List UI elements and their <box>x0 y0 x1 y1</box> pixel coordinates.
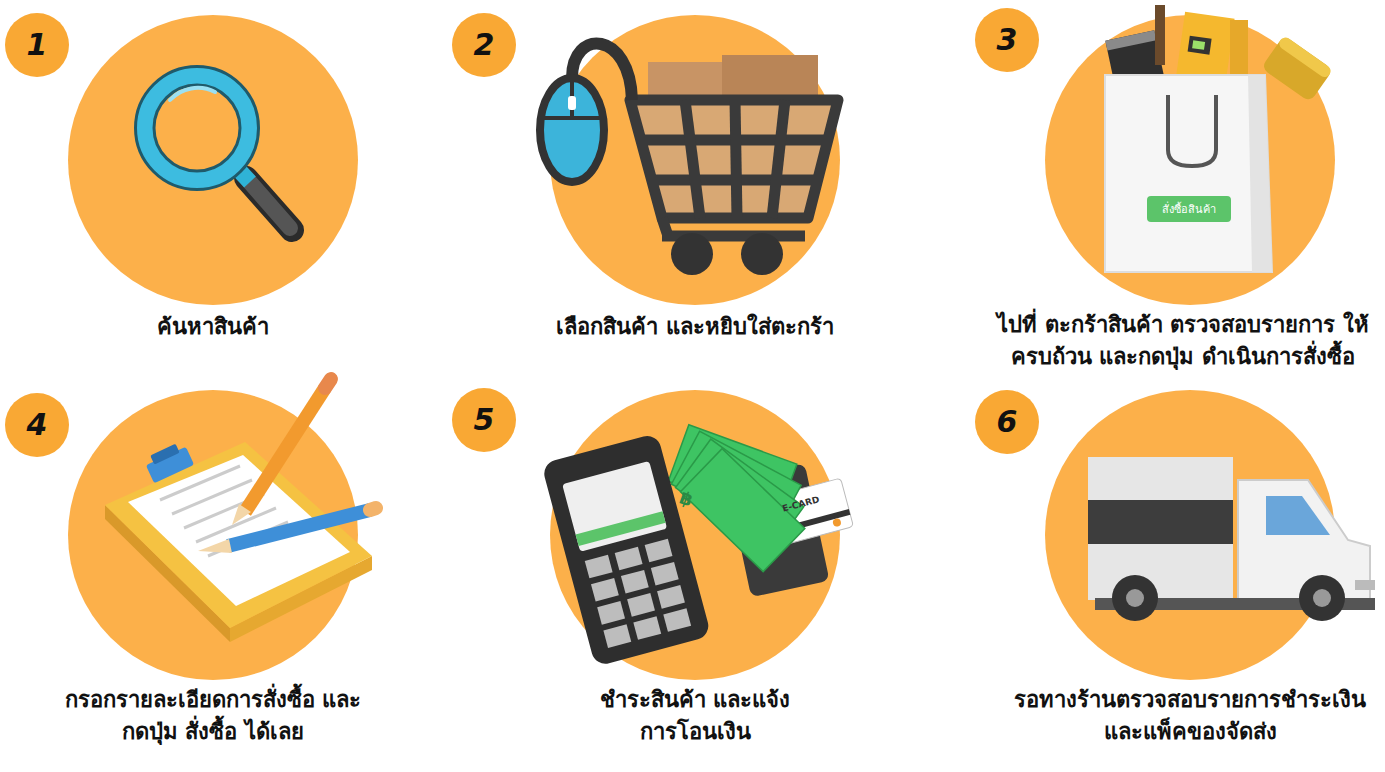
step-caption: เลือกสินค้า และหยิบใส่ตะกร้า <box>505 311 885 343</box>
cart-icon <box>540 44 838 275</box>
step-number-badge: 3 <box>975 8 1039 72</box>
step-number-badge: 5 <box>452 388 516 452</box>
currency-symbol: ฿ <box>677 488 695 509</box>
step-circle: ไปที่ ตะกร้าสินค้า ตรวจสอบรายการ ให้ครบถ… <box>1045 15 1335 305</box>
truck-icon <box>1088 457 1375 621</box>
step-circle: เลือกสินค้า และหยิบใส่ตะกร้า <box>550 15 840 305</box>
card-label: E-CARD <box>781 495 820 513</box>
button-label: สั่งซื้อสินค้า <box>1162 204 1216 215</box>
bag-icon <box>1105 5 1333 272</box>
order-button: สั่งซื้อสินค้า <box>1147 196 1231 222</box>
step-caption: รอทางร้านตรวจสอบรายการชำระเงิน และแพ็คขอ… <box>998 684 1383 748</box>
callout-number: 3 <box>997 25 1018 55</box>
step-circle: ค้นหาสินค้า <box>68 15 358 305</box>
step-caption: ไปที่ ตะกร้าสินค้า ตรวจสอบรายการ ให้ครบถ… <box>984 309 1382 373</box>
step-caption: ชำระสินค้า และแจ้งการโอนเงิน <box>585 684 805 748</box>
step-number-badge: 1 <box>5 13 69 77</box>
step-caption: กรอกรายละเอียดการสั่งซื้อ และกดปุ่ม สั่ง… <box>63 684 363 748</box>
step-number-badge: 2 <box>452 13 516 77</box>
step-circle: กรอกรายละเอียดการสั่งซื้อ และกดปุ่ม สั่ง… <box>68 390 358 680</box>
step-caption: ค้นหาสินค้า <box>63 311 363 343</box>
step-circle: ชำระสินค้า และแจ้งการโอนเงิน <box>550 390 840 680</box>
payment-icon <box>541 425 853 667</box>
callout-number: 6 <box>997 407 1018 437</box>
callout-number: 4 <box>27 410 48 440</box>
callout-number: 1 <box>27 30 48 60</box>
step-number-badge: 4 <box>5 393 69 457</box>
clipboard-icon <box>105 379 376 642</box>
callout-number: 5 <box>474 405 495 435</box>
step-circle: รอทางร้านตรวจสอบรายการชำระเงิน และแพ็คขอ… <box>1045 390 1335 680</box>
magnifier-icon <box>136 67 292 230</box>
step-number-badge: 6 <box>975 390 1039 454</box>
callout-number: 2 <box>474 30 495 60</box>
